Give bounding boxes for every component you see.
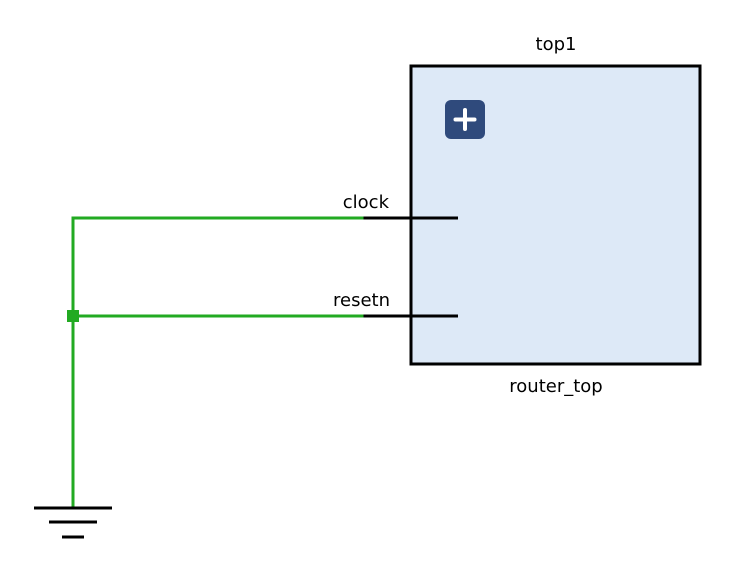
port-resetn[interactable]: resetn	[333, 290, 458, 318]
ground-symbol-icon[interactable]	[34, 506, 112, 539]
block-module-name: router_top	[509, 376, 602, 397]
port-label-resetn: resetn	[333, 290, 390, 311]
port-clock[interactable]: clock	[343, 192, 458, 220]
hierarchy-block[interactable]: top1 router_top	[409, 34, 702, 397]
expand-block-button[interactable]	[445, 100, 485, 139]
ground-net[interactable]	[67, 216, 364, 508]
net-junction[interactable]	[67, 310, 79, 322]
block-instance-name: top1	[536, 34, 577, 55]
port-label-clock: clock	[343, 192, 390, 213]
net-wire-clock[interactable]	[71, 216, 364, 508]
